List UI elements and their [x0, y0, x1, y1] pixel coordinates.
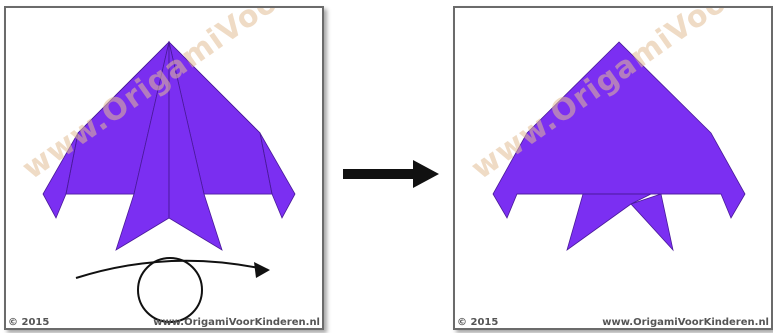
step-panel-before: www.OrigamiVoorKinderen.nl © 2015 www.Or… [4, 6, 324, 330]
copyright-text: © 2015 [457, 317, 498, 328]
origami-figure-after [455, 8, 773, 330]
step-panel-after: www.OrigamiVoorKinderen.nl © 2015 www.Or… [453, 6, 773, 330]
paper-body [493, 42, 745, 218]
copyright-text: © 2015 [8, 317, 49, 328]
turn-over-icon [76, 258, 270, 322]
right-arrow-icon [343, 160, 443, 190]
origami-figure-before [6, 8, 324, 330]
site-url: www.OrigamiVoorKinderen.nl [602, 317, 769, 328]
paper-point-right [631, 194, 673, 250]
site-url: www.OrigamiVoorKinderen.nl [153, 317, 320, 328]
